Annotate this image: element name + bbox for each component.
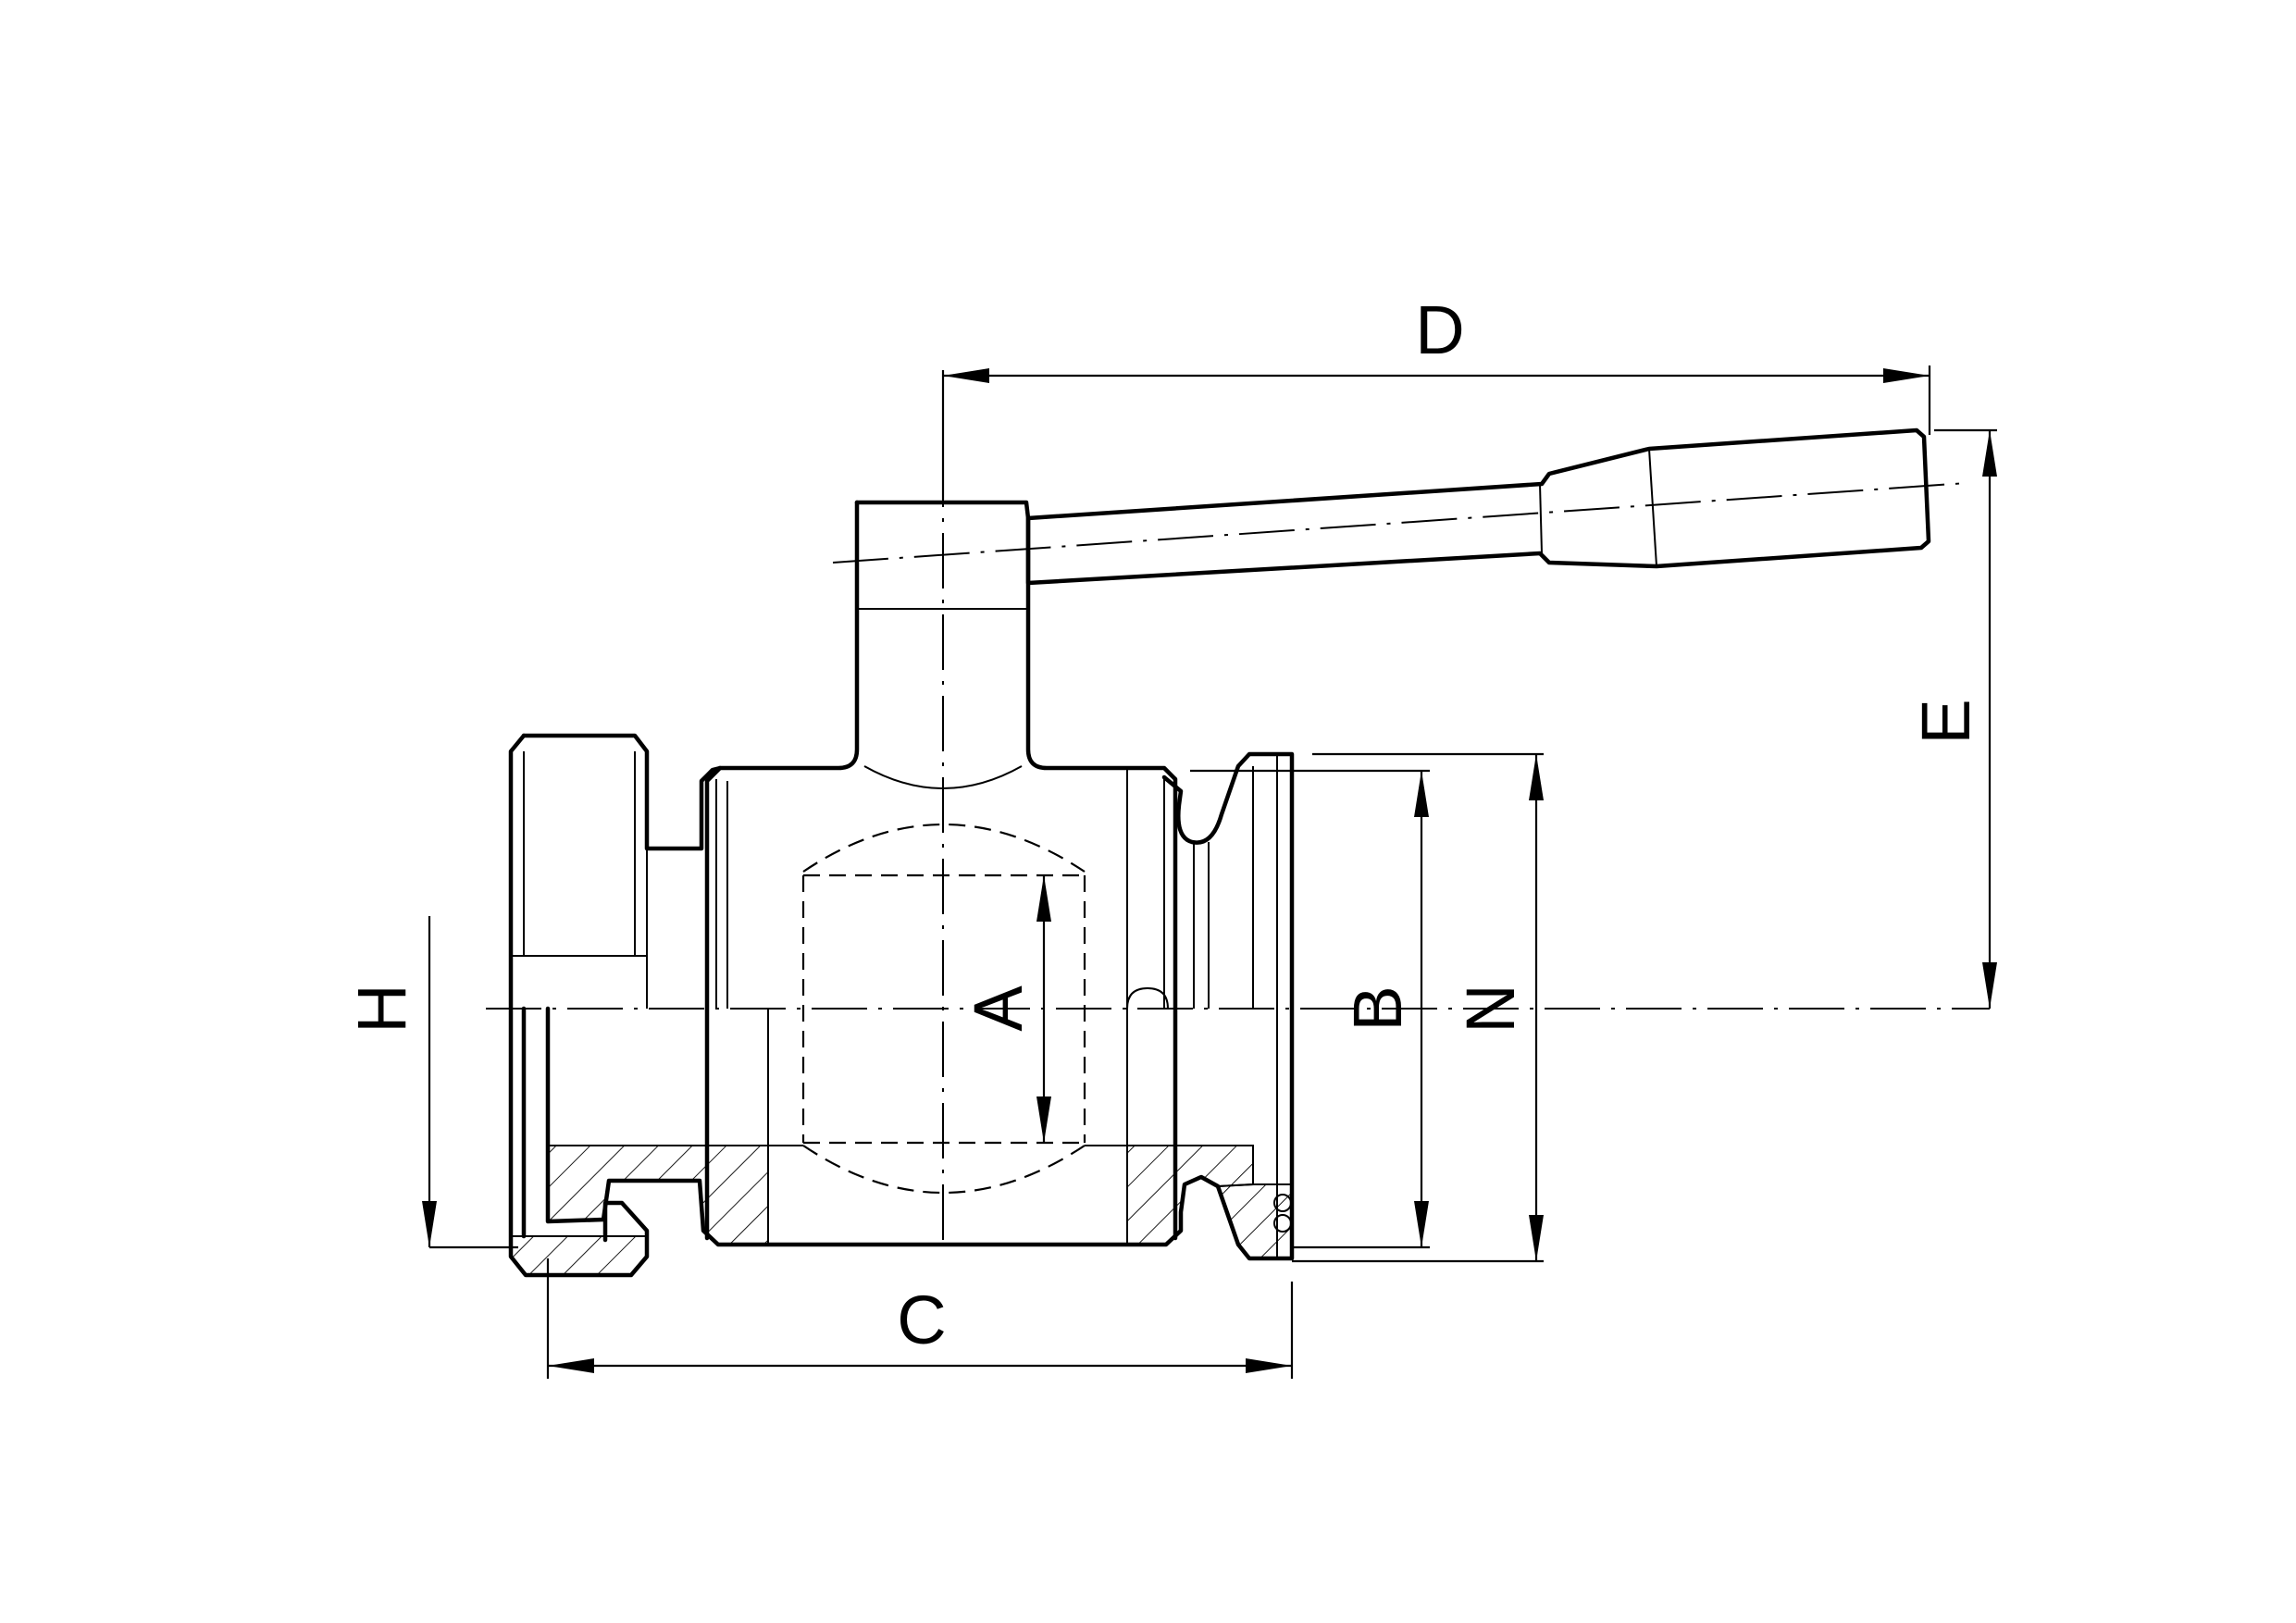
valve-body	[508, 733, 1295, 1278]
label-h: H	[343, 984, 420, 1033]
center-lines	[486, 370, 1990, 1249]
dimension-d	[941, 365, 1931, 500]
dimension-n	[1292, 752, 1544, 1263]
label-d: D	[1415, 291, 1464, 368]
ball-hidden-lines	[801, 824, 1086, 1194]
label-e: E	[1907, 699, 1984, 744]
label-b: B	[1339, 985, 1416, 1031]
handle-axis	[832, 482, 1967, 564]
stem-boss	[704, 500, 1178, 1241]
label-c: C	[897, 1282, 946, 1358]
dimension-c	[546, 1258, 1294, 1379]
dimension-b	[1190, 769, 1430, 1249]
dimension-e	[1934, 428, 1997, 1009]
label-a: A	[960, 985, 1036, 1032]
dimension-a	[1036, 875, 1051, 1143]
lever-handle	[1025, 427, 1931, 586]
dimension-h	[422, 916, 518, 1249]
label-n: N	[1452, 984, 1529, 1033]
